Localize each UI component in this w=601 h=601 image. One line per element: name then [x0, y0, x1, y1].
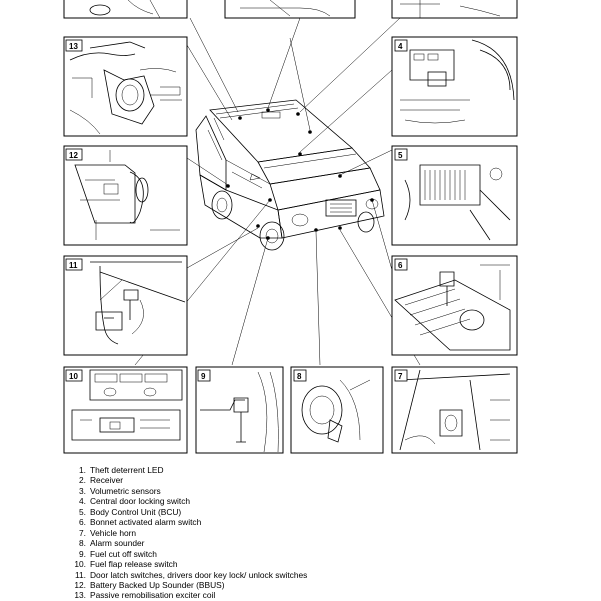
callout-9: 9 [197, 369, 211, 382]
svg-text:10: 10 [69, 372, 78, 381]
panel-13 [63, 36, 188, 137]
svg-text:11: 11 [69, 261, 78, 270]
legend-item: 10.Fuel flap release switch [74, 559, 178, 570]
panel-7 [391, 366, 518, 454]
legend-item: 3.Volumetric sensors [79, 485, 161, 496]
legend-item: 7.Vehicle horn [79, 527, 137, 538]
legend-item: 1.Theft deterrent LED [79, 465, 164, 475]
component-legend: 1.Theft deterrent LED 2.Receiver 3.Volum… [68, 465, 307, 601]
panel-top-right [391, 0, 518, 19]
callout-5: 5 [394, 148, 408, 161]
svg-text:8: 8 [297, 372, 302, 381]
callout-6: 6 [394, 258, 408, 271]
panel-9 [195, 366, 284, 454]
legend-item: 5.Body Control Unit (BCU) [79, 506, 182, 517]
legend-item: 6.Bonnet activated alarm switch [79, 517, 202, 528]
svg-text:12: 12 [69, 151, 78, 160]
callout-8: 8 [293, 369, 307, 382]
panel-12 [63, 145, 188, 246]
svg-text:4: 4 [398, 42, 403, 51]
legend-item: 8.Alarm sounder [79, 538, 145, 549]
panel-top-center [224, 0, 356, 19]
svg-text:5: 5 [398, 151, 403, 160]
callout-11: 11 [65, 258, 83, 271]
svg-text:9: 9 [201, 372, 206, 381]
svg-text:7: 7 [398, 372, 403, 381]
callout-10: 10 [65, 369, 83, 382]
panel-10 [63, 366, 188, 454]
panel-top-left [63, 0, 188, 19]
svg-text:6: 6 [398, 261, 403, 270]
callout-13: 13 [65, 39, 83, 52]
panel-4 [391, 36, 518, 137]
callout-4: 4 [394, 39, 408, 52]
svg-text:13: 13 [69, 42, 78, 51]
vehicle-illustration [195, 99, 385, 251]
callout-7: 7 [394, 369, 408, 382]
callout-12: 12 [65, 148, 83, 161]
legend-item: 12.Battery Backed Up Sounder (BBUS) [74, 579, 225, 590]
panel-6 [391, 255, 518, 356]
legend-item: 13.Passive remobilisation exciter coil [74, 590, 216, 601]
panel-11 [63, 255, 188, 356]
legend-item: 2.Receiver [79, 475, 124, 486]
panel-5 [391, 145, 518, 246]
legend-item: 11.Door latch switches, drivers door key… [74, 569, 308, 580]
legend-item: 9.Fuel cut off switch [79, 548, 157, 559]
legend-item: 4.Central door locking switch [79, 496, 191, 507]
